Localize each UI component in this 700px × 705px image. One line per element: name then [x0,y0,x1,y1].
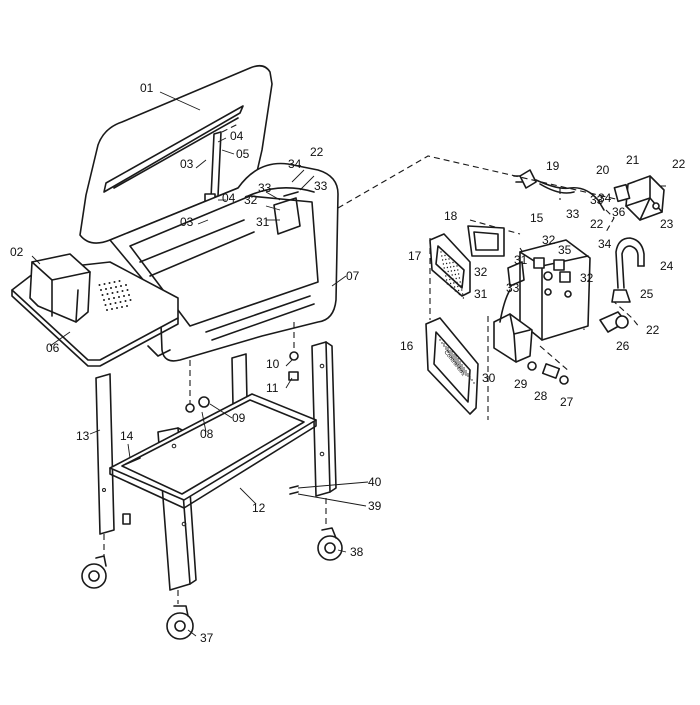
part-label-p26: 26 [616,339,630,353]
part-label-p22c: 22 [590,217,604,231]
pump [493,289,533,363]
part-label-p11: 11 [266,381,279,395]
part-label-p20: 20 [596,163,610,177]
part-label-p32a: 32 [244,193,258,207]
part-label-p39: 39 [368,499,382,513]
part-label-p15: 15 [530,211,544,225]
part-label-p34c: 34 [598,191,612,205]
part-label-p33b: 33 [258,181,272,195]
part-label-p23: 23 [660,217,674,231]
part-label-p30: 30 [482,371,496,385]
gooseneck-faucet [611,237,645,303]
caster-back-left [81,534,107,589]
part-label-p37: 37 [200,631,214,645]
part-label-p31a: 31 [256,215,270,229]
part-label-p36: 36 [612,205,626,219]
top-cover-plate [429,233,471,297]
part-label-p22a: 22 [310,145,324,159]
caster-front-left [166,590,194,640]
part-label-p32c: 32 [542,233,556,247]
part-label-p31b: 31 [514,253,528,267]
part-label-p35: 35 [558,243,572,257]
part-label-p34a: 34 [288,157,302,171]
part-label-p14: 14 [120,429,134,443]
stand-frame [95,341,337,591]
part-label-p17: 17 [408,249,422,263]
part-label-p13: 13 [76,429,90,443]
part-label-p27: 27 [560,395,574,409]
strainer-holes [98,280,132,311]
part-label-p28: 28 [534,389,548,403]
part-number-labels: 01 02 03 03 04 04 05 06 07 08 09 10 11 12 13 14 15 16 17 18… [10,81,686,645]
part-label-p24: 24 [660,259,674,273]
part-label-p34b: 34 [598,237,612,251]
part-label-p31c: 31 [474,287,488,301]
pump-cover-pattern [439,251,475,384]
part-label-p33a: 33 [314,179,328,193]
switch-box [613,175,665,221]
part-label-p09: 09 [232,411,246,425]
lid [79,64,273,244]
part-label-p22d: 22 [646,323,660,337]
hardware-bolts [122,322,299,525]
leader-lines [31,91,369,637]
power-cord [513,169,605,211]
part-label-p02: 02 [10,245,24,259]
part-label-p21: 21 [626,153,640,167]
part-label-p25: 25 [640,287,654,301]
part-label-p06: 06 [46,341,60,355]
part-label-p18: 18 [444,209,458,223]
part-label-p32b: 32 [474,265,488,279]
part-label-p16: 16 [400,339,414,353]
part-label-p04b: 04 [222,191,236,205]
part-label-p33e: 33 [590,193,604,207]
parts-basket [29,253,91,323]
part-label-p01: 01 [140,81,154,95]
part-label-p19: 19 [546,159,560,173]
front-cover-plate: Control box [425,317,479,415]
part-label-p29: 29 [514,377,528,391]
part-label-p32d: 32 [580,271,594,285]
gasket [467,225,505,257]
caster-right [317,498,343,561]
part-label-p10: 10 [266,357,280,371]
fittings [527,361,569,385]
part-label-p33d: 33 [566,207,580,221]
part-label-p07: 07 [346,269,360,283]
part-label-p22b: 22 [672,157,686,171]
part-label-p03a: 03 [180,157,194,171]
part-label-p04a: 04 [230,129,244,143]
part-label-p12: 12 [252,501,266,515]
part-label-p40: 40 [368,475,382,489]
control-box [507,239,591,341]
drain-valve [599,311,629,333]
part-label-p05: 05 [236,147,250,161]
part-label-p33c: 33 [506,281,520,295]
part-label-p08: 08 [200,427,214,441]
part-label-p03b: 03 [180,215,194,229]
part-label-p38: 38 [350,545,364,559]
